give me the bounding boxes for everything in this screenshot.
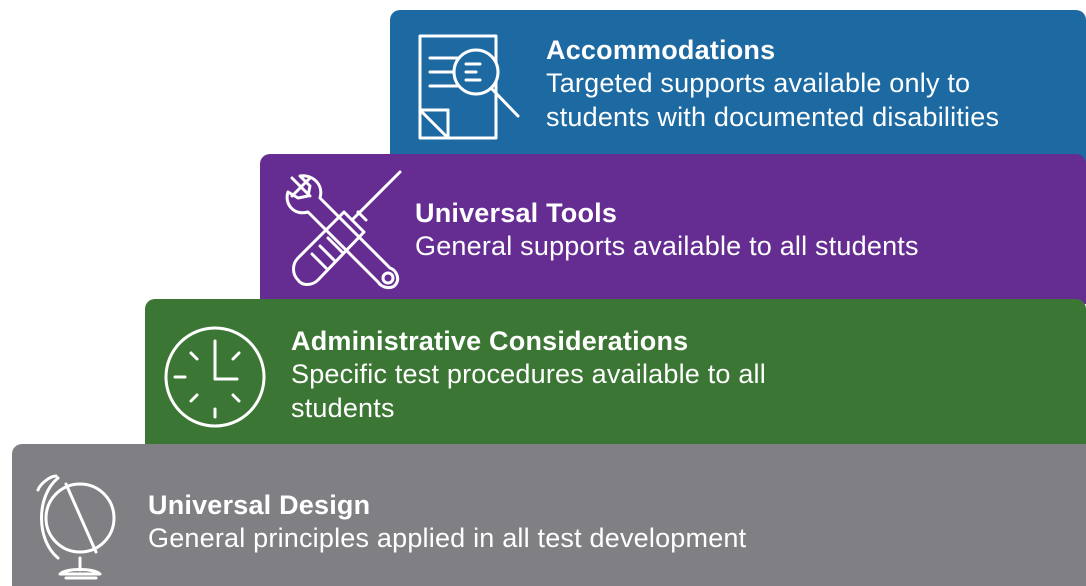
tier-universal-tools-text: Universal Tools General supports availab… xyxy=(415,197,919,263)
tier-title: Universal Design xyxy=(148,490,371,520)
tier-description: General principles applied in all test d… xyxy=(148,523,747,553)
tier-administrative-considerations: Administrative Considerations Specific t… xyxy=(145,299,1086,449)
globe-icon xyxy=(34,470,130,582)
tier-universal-design-text: Universal Design General principles appl… xyxy=(148,489,746,555)
tier-description: Targeted supports available only to stud… xyxy=(546,68,1000,132)
tier-title: Accommodations xyxy=(546,35,776,65)
tier-title: Administrative Considerations xyxy=(291,326,689,356)
tier-description: Specific test procedures available to al… xyxy=(291,359,766,423)
clock-icon xyxy=(163,325,267,429)
tier-universal-tools: Universal Tools General supports availab… xyxy=(260,154,1086,304)
tier-description: General supports available to all studen… xyxy=(415,231,919,261)
tier-administrative-considerations-text: Administrative Considerations Specific t… xyxy=(291,325,811,425)
tier-universal-design: Universal Design General principles appl… xyxy=(12,444,1086,586)
tier-accommodations: Accommodations Targeted supports availab… xyxy=(390,10,1086,163)
tier-accommodations-text: Accommodations Targeted supports availab… xyxy=(546,34,1076,134)
document-magnifier-icon xyxy=(414,34,524,144)
tier-title: Universal Tools xyxy=(415,198,618,228)
wrench-screwdriver-icon xyxy=(282,168,408,298)
